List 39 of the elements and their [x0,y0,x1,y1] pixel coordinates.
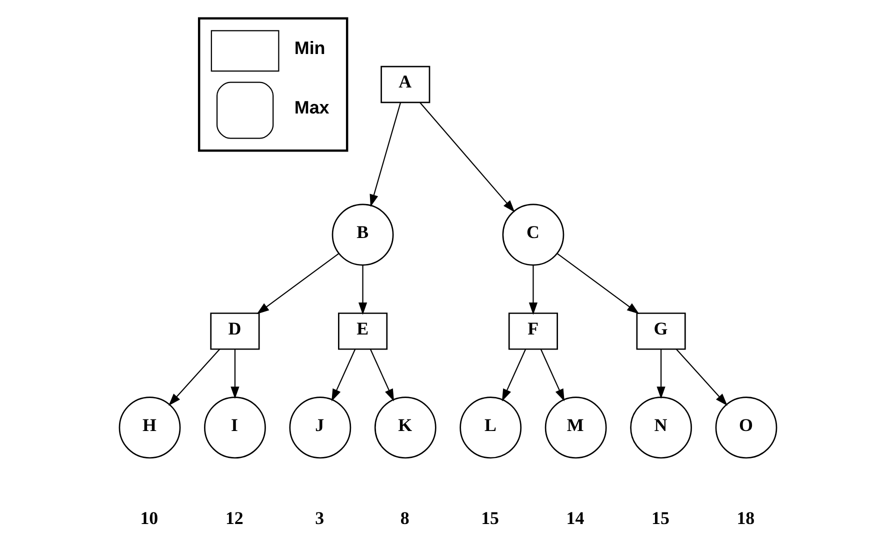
node-circle: J [289,396,352,459]
node-box: G [636,312,686,350]
node-circle: B [332,204,394,266]
node-box: D [210,312,260,350]
arrow [370,102,402,207]
node-label: 15 [652,508,670,528]
node-label: 3 [315,508,324,528]
node-box: F [508,312,558,350]
node-circle: O [715,396,778,459]
arrow [256,253,340,314]
node-label: 10 [140,508,158,528]
arrow [540,348,564,402]
arrow [370,348,394,402]
arrow [502,348,526,402]
node-label: 15 [481,508,499,528]
arrow [230,349,240,399]
arrow [528,265,538,315]
arrow [676,348,728,406]
node-box: E [338,312,388,350]
node-label: 14 [566,508,584,528]
node-label: 18 [736,508,755,528]
node-label: 12 [225,508,244,528]
node-circle: L [460,396,522,459]
arrow [332,348,356,402]
node-circle: N [630,396,692,459]
node-circle: I [204,396,266,459]
node-circle: K [374,396,436,459]
arrow [556,253,640,314]
legend-label: Max [294,97,330,118]
node-label: 8 [400,508,410,528]
arrow [656,349,666,399]
node-circle: C [502,204,564,266]
arrow [420,102,515,212]
node-circle: M [544,396,607,459]
node-box: A [380,66,430,104]
arrow [358,265,368,315]
node-circle: H [118,396,181,459]
arrow [168,348,220,406]
legend-label: Min [294,38,326,58]
